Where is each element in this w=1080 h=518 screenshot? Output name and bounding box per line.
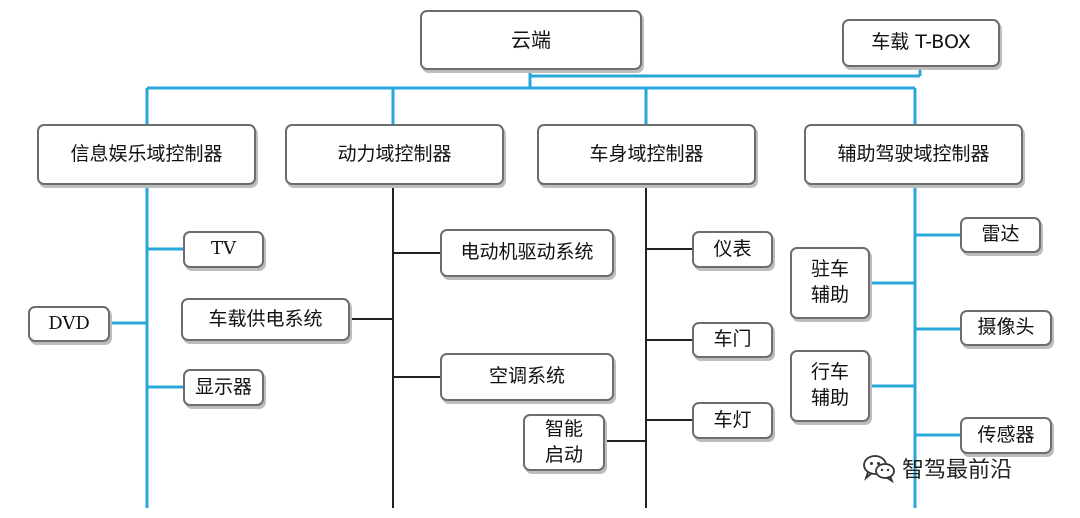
motor-drive-node: 电动机驱动系统	[440, 229, 614, 277]
display-node: 显示器	[183, 369, 264, 406]
body-controller-node: 车身域控制器	[537, 124, 756, 185]
air-conditioning-node: 空调系统	[440, 353, 614, 401]
watermark: 智驾最前沿	[862, 452, 1012, 484]
black-branch-lines	[350, 185, 692, 508]
adas-controller-node: 辅助驾驶域控制器	[804, 124, 1023, 185]
sensor-node: 传感器	[960, 417, 1052, 454]
tv-node: TV	[183, 231, 264, 268]
lamp-node: 车灯	[692, 402, 773, 439]
door-node: 车门	[692, 322, 773, 358]
meter-node: 仪表	[692, 231, 773, 268]
infotainment-controller-node: 信息娱乐域控制器	[37, 124, 256, 185]
radar-node: 雷达	[960, 217, 1041, 253]
wechat-icon	[863, 455, 895, 483]
camera-node: 摄像头	[960, 310, 1052, 346]
cloud-node: 云端	[420, 10, 642, 70]
smart-start-node: 智能 启动	[523, 414, 605, 471]
parking-assist-node: 驻车 辅助	[790, 247, 870, 319]
powertrain-controller-node: 动力域控制器	[285, 124, 504, 185]
dvd-node: DVD	[28, 306, 110, 342]
tbox-node: 车载 T-BOX	[842, 19, 1000, 67]
cloud-bus-lines	[110, 66, 960, 508]
power-supply-node: 车载供电系统	[181, 298, 350, 341]
driving-assist-node: 行车 辅助	[790, 350, 870, 422]
watermark-text: 智驾最前沿	[902, 458, 1013, 483]
